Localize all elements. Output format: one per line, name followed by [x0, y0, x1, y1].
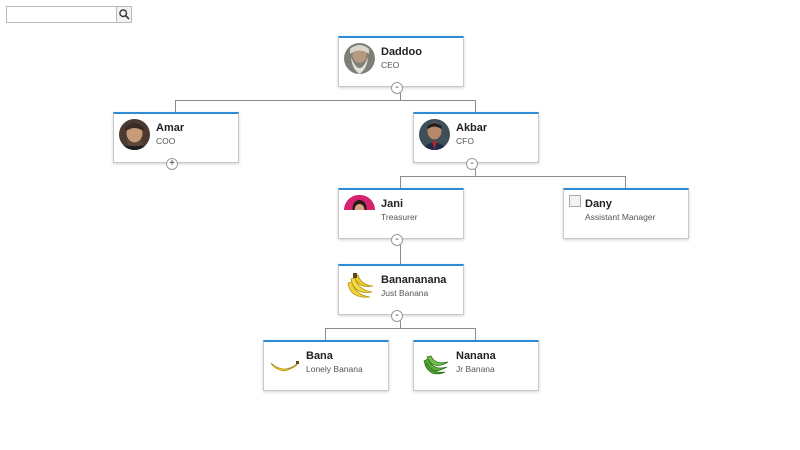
connector-banananana-bana: [325, 321, 401, 341]
green-banana-icon: [419, 347, 450, 378]
collapse-toggle-jani[interactable]: -: [391, 234, 403, 246]
node-name: Banananana: [381, 274, 447, 286]
node-title: CFO: [456, 136, 474, 146]
connector-akbar-dany: [475, 176, 626, 189]
node-title: Lonely Banana: [306, 364, 363, 374]
node-nanana[interactable]: Nanana Jr Banana: [413, 340, 539, 391]
node-name: Jani: [381, 198, 404, 210]
node-daddoo[interactable]: Daddoo CEO: [338, 36, 464, 87]
banana-bunch-icon: [344, 271, 375, 302]
search-button[interactable]: [116, 6, 132, 23]
node-name: Akbar: [456, 122, 488, 134]
node-title: Assistant Manager: [585, 212, 656, 222]
connector-daddoo-akbar: [400, 100, 476, 113]
node-dany[interactable]: Dany Assistant Manager: [563, 188, 689, 239]
search-input[interactable]: [6, 6, 118, 23]
node-amar[interactable]: Amar COO: [113, 112, 239, 163]
node-bana[interactable]: Bana Lonely Banana: [263, 340, 389, 391]
node-name: Daddoo: [381, 46, 422, 58]
node-akbar[interactable]: Akbar CFO: [413, 112, 539, 163]
broken-image-icon: [569, 195, 581, 207]
avatar-jani: [344, 195, 375, 210]
connector-daddoo-amar: [175, 93, 401, 113]
banana-icon: [269, 347, 300, 378]
node-title: Treasurer: [381, 212, 418, 222]
node-title: CEO: [381, 60, 400, 70]
collapse-toggle-akbar[interactable]: -: [466, 158, 478, 170]
avatar-amar: [119, 119, 150, 150]
avatar-daddoo: [344, 43, 375, 74]
node-title: COO: [156, 136, 176, 146]
node-title: Just Banana: [381, 288, 429, 298]
node-name: Amar: [156, 122, 185, 134]
connector-banananana-nanana: [400, 328, 476, 341]
collapse-toggle-banananana[interactable]: -: [391, 310, 403, 322]
node-name: Dany: [585, 198, 612, 210]
search-box: [6, 6, 132, 23]
collapse-toggle-daddoo[interactable]: -: [391, 82, 403, 94]
node-name: Nanana: [456, 350, 496, 362]
node-banananana[interactable]: Banananana Just Banana: [338, 264, 464, 315]
node-name: Bana: [306, 350, 333, 362]
node-title: Jr Banana: [456, 364, 495, 374]
connector-akbar-jani: [400, 169, 476, 189]
search-icon: [119, 9, 130, 20]
node-jani[interactable]: Jani Treasurer: [338, 188, 464, 239]
avatar-akbar: [419, 119, 450, 150]
expand-toggle-amar[interactable]: +: [166, 158, 178, 170]
